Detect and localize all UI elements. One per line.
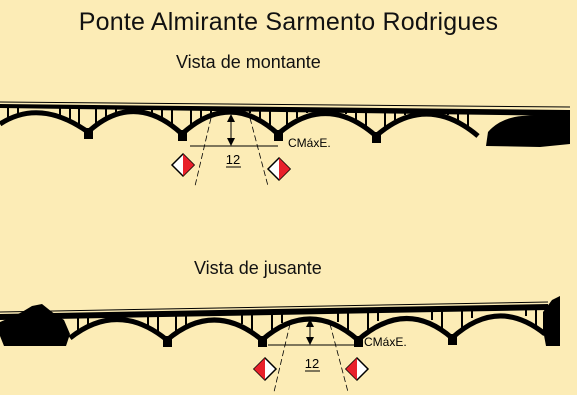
- upstream-channel-lines: [194, 117, 269, 187]
- downstream-railing: [0, 301, 549, 313]
- upstream-piers: [84, 128, 381, 143]
- upstream-right-abutment: [486, 113, 570, 147]
- upstream-clearance-annotation: 12 CMáxE.: [170, 114, 331, 187]
- downstream-channel-lines: [273, 323, 349, 393]
- upstream-view-label: Vista de montante: [176, 52, 321, 72]
- upstream-arches: [0, 109, 480, 138]
- downstream-bridge: [0, 296, 560, 347]
- upstream-right-marker: [266, 156, 292, 182]
- downstream-view-label: Vista de jusante: [194, 258, 322, 278]
- upstream-height-value: 12: [226, 152, 240, 167]
- upstream-left-marker: [170, 152, 196, 178]
- downstream-height-value: 12: [305, 356, 319, 371]
- downstream-piers: [163, 334, 457, 347]
- upstream-bridge: [0, 101, 571, 147]
- upstream-spandrel-posts: [7, 106, 469, 129]
- upstream-railing: [0, 101, 571, 108]
- diagram-title: Ponte Almirante Sarmento Rodrigues: [78, 8, 499, 36]
- downstream-right-abutment: [543, 296, 560, 346]
- downstream-spandrel-posts: [77, 305, 537, 334]
- downstream-clearance-label: CMáxE.: [364, 335, 407, 349]
- downstream-arches: [68, 313, 547, 342]
- downstream-right-marker: [344, 356, 370, 382]
- downstream-deck: [0, 304, 548, 320]
- downstream-left-abutment: [0, 304, 70, 346]
- upstream-clearance-label: CMáxE.: [288, 136, 331, 150]
- downstream-clearance-annotation: 12 CMáxE.: [252, 319, 407, 393]
- downstream-left-marker: [252, 356, 278, 382]
